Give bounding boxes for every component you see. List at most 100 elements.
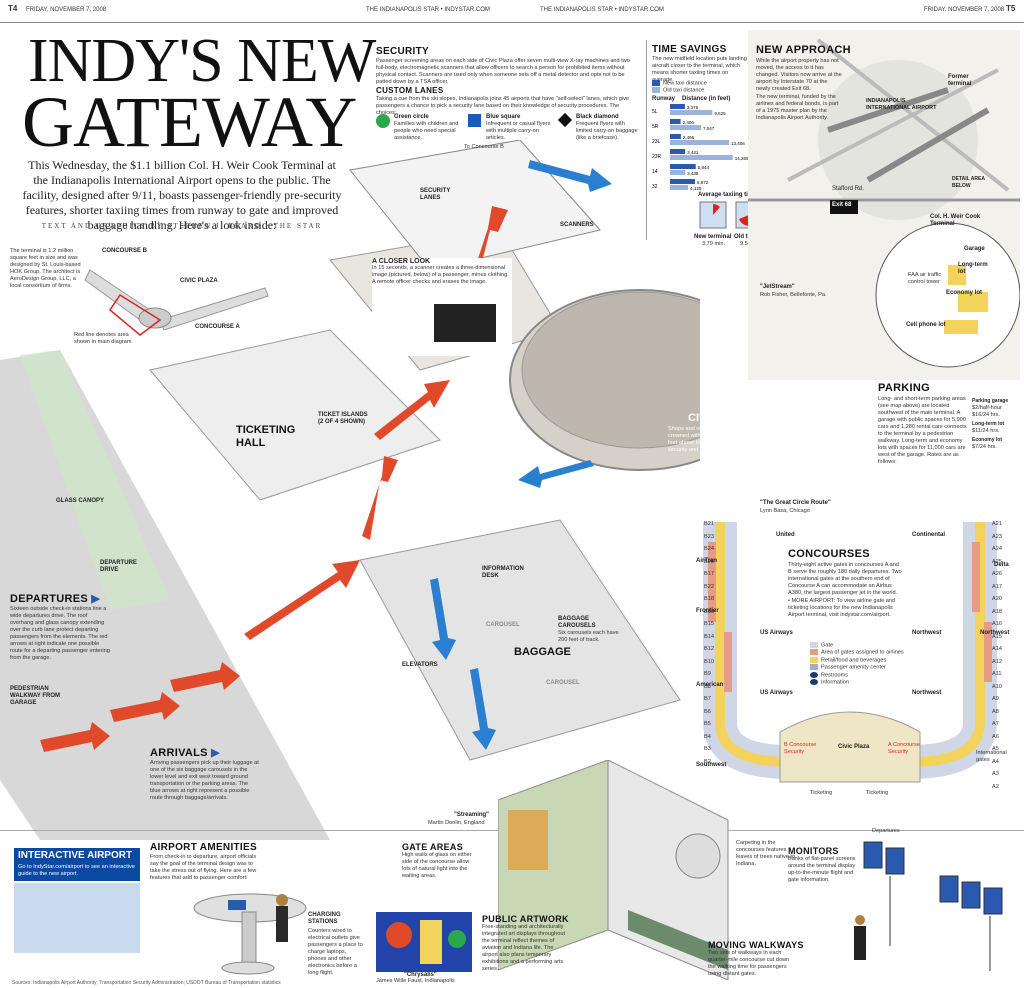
airline-airtran: AirTran (696, 558, 718, 564)
gate-label: A26 (992, 571, 1002, 577)
map-exit-68: Exit 68 (832, 202, 852, 208)
monitors-title: MONITORS (788, 846, 839, 856)
parking-body: Long- and short-term parking areas (see … (878, 396, 967, 465)
jetstream-artist: Rob Fisher, Bellefonte, Pa. (760, 292, 827, 298)
gate-label: A24 (992, 546, 1002, 552)
gate-label: B15 (704, 621, 714, 627)
great-circle-artist: Lynn Basa, Chicago (760, 508, 810, 514)
black-diamond-icon (557, 112, 573, 128)
new-distance-value: 2,406 (683, 120, 695, 125)
map-long-term-lot: Long-term lot (958, 262, 988, 275)
taxi-legend: New taxi distance Old taxi distance (652, 80, 748, 95)
old-distance-value: 14,266 (735, 156, 748, 161)
new-taxi-swatch (652, 80, 660, 86)
gate-label: A9 (992, 696, 999, 702)
website-preview-image (14, 883, 140, 953)
streaming-artist: Martin Donlin, England (428, 820, 485, 826)
gate-label: B17 (704, 571, 714, 577)
airline-northwest-2: Northwest (980, 630, 1010, 636)
time-savings-title: TIME SAVINGS (652, 44, 727, 55)
interactive-airport-box: INTERACTIVE AIRPORT Go to IndyStar.com/a… (14, 848, 140, 953)
gate-label: A11 (992, 671, 1002, 677)
concourses-title: CONCOURSES (788, 548, 870, 560)
new-terminal-label: New terminal (694, 234, 732, 240)
gate-label: A5 (992, 746, 999, 752)
gate-label: B4 (704, 733, 711, 740)
departures-body: Sixteen outside check-in stations line a… (10, 606, 110, 661)
gate-label: B9 (704, 671, 711, 677)
locator-concourse-b: CONCOURSE B (102, 248, 148, 254)
legend-item: Passenger amenity center (810, 664, 930, 671)
old-distance-value: 7,047 (703, 126, 715, 131)
charging-stations-title: CHARGING STATIONS (308, 912, 341, 925)
col-distance: Distance (in feet) (682, 96, 731, 102)
legend-item: Gate (810, 642, 930, 649)
old-distance-value: 3,438 (687, 171, 699, 176)
civic-plaza-body: Shops and restaurants surround a plaza c… (668, 426, 768, 453)
arrivals-body: Arriving passengers pick up their luggag… (150, 760, 259, 801)
blue-square-icon (468, 114, 481, 127)
interactive-airport-body: Go to IndyStar.com/airport to see an int… (14, 863, 140, 881)
map-detail-area: DETAIL AREA BELOW (952, 176, 985, 189)
new-approach-body2: The new terminal, funded by the airlines… (756, 94, 839, 121)
glass-canopy-label: GLASS CANOPY (56, 498, 105, 504)
chrysalis-artwork (376, 912, 472, 972)
gate-label: A12 (992, 658, 1002, 665)
new-terminal-time: 3.79 min. (702, 241, 726, 247)
runway-label: 5L (652, 109, 658, 115)
artwork-circle (448, 930, 466, 948)
carousel-note: Six carousels each have 200 feet of trac… (558, 630, 619, 643)
jetstream-title: "JetStream" (760, 284, 795, 290)
old-distance-bar (670, 170, 686, 175)
play-arrow-icon: ▶ (91, 593, 101, 605)
gate-label: A17 (992, 583, 1002, 590)
locator-civic-plaza: CIVIC PLAZA (180, 278, 218, 284)
gate-label: A7 (992, 721, 999, 727)
baggage-carousels-label: BAGGAGE CAROUSELS (558, 616, 596, 629)
lane-types: Green circle Families with children and … (376, 112, 642, 148)
map-cell-phone-lot: Cell phone lot (906, 322, 946, 328)
gate-label: B24 (704, 546, 714, 552)
gate-label: A2 (992, 783, 999, 790)
parking-title: PARKING (878, 382, 931, 394)
carpet-note: Carpeting in the concourses features lea… (736, 840, 796, 867)
new-approach-title: NEW APPROACH (756, 44, 851, 56)
map-garage: Garage (964, 246, 985, 252)
gate-label: A23 (992, 533, 1002, 540)
new-distance-bar (670, 104, 685, 109)
old-taxi-swatch (652, 87, 660, 94)
legend-item: Information (810, 679, 930, 686)
locator-redline-note: Red line denotes area shown in main diag… (74, 332, 132, 345)
gate-label: A18 (992, 608, 1002, 615)
legend-swatch (810, 649, 818, 656)
gate-label: B5 (704, 721, 711, 727)
concourses-more: • MORE AIRPORT: To view airline gate and… (788, 598, 896, 618)
ticketing-1: Ticketing (810, 790, 833, 796)
parking-rates: Parking garage $2/half-hour $16/24 hrs. … (972, 398, 1009, 450)
legend-swatch (810, 664, 818, 671)
right-date: FRIDAY, NOVEMBER 7, 2008 (924, 7, 1005, 13)
artwork-block (420, 920, 442, 964)
new-distance-bar (670, 149, 686, 154)
airport-map (748, 30, 1020, 380)
gate-label: A21 (992, 521, 1002, 527)
new-approach-body: While the airport property has not moved… (756, 58, 842, 92)
page-header: T4 FRIDAY, NOVEMBER 7, 2008 THE INDIANAP… (0, 0, 1024, 23)
right-paper-name: THE INDIANAPOLIS STAR • INDYSTAR.COM (540, 7, 664, 13)
gate-label: A16 (992, 621, 1002, 627)
old-distance-bar (670, 185, 689, 190)
moving-walkways-title: MOVING WALKWAYS (708, 940, 804, 950)
map-economy-lot: Economy lot (946, 290, 983, 296)
chrysalis-title: "Chrysalis" (404, 972, 437, 978)
legend-label: Information (821, 679, 849, 686)
security-lanes-label: SECURITY LANES (420, 188, 451, 201)
terminal-illustration (0, 140, 700, 840)
old-distance-bar (670, 155, 733, 160)
airline-southwest: Southwest (696, 762, 727, 768)
gate-label: A8 (992, 708, 999, 715)
old-distance-bar (670, 125, 702, 130)
locator-concourse-a: CONCOURSE A (195, 324, 240, 330)
ticketing-2: Ticketing (866, 790, 889, 796)
to-concourse-b: To Concourse B (464, 144, 504, 150)
